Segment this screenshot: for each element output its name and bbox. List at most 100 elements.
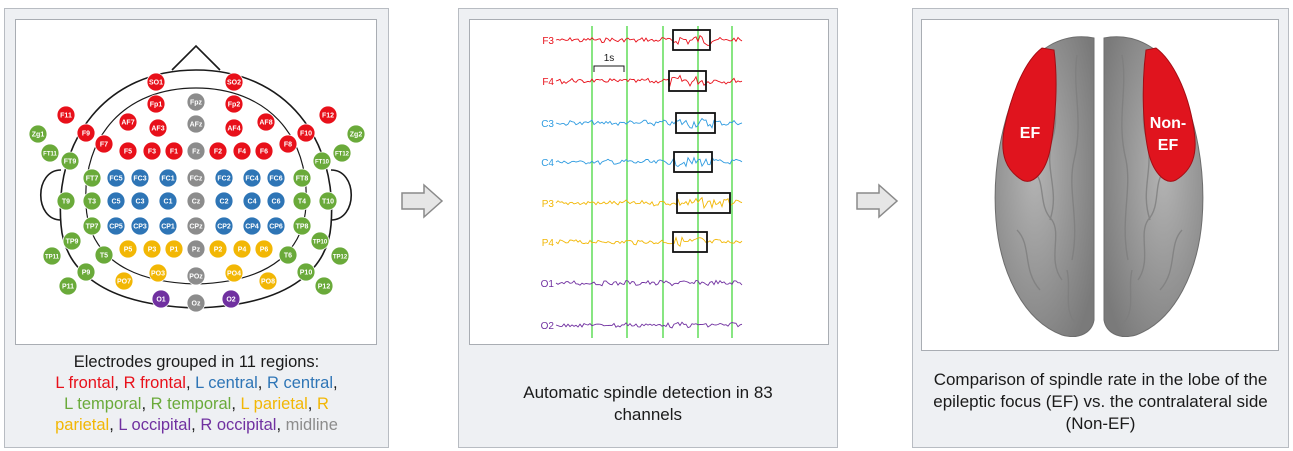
caption-title: Electrodes grouped in 11 regions: — [73, 353, 320, 371]
electrode-label: FC2 — [217, 176, 230, 183]
electrode-label: AF8 — [259, 120, 272, 127]
region-legend: L frontal, R frontal, L central, R centr… — [5, 373, 388, 436]
electrode-f2: F2 — [208, 141, 228, 161]
electrode-label: CP3 — [133, 224, 147, 231]
electrode-label: CP2 — [217, 224, 231, 231]
electrode-label: T4 — [298, 199, 306, 206]
electrode-fc5: FC5 — [106, 168, 126, 188]
electrode-p6: P6 — [254, 239, 274, 259]
electrode-t9: T9 — [56, 191, 76, 211]
channel-label: C3 — [541, 119, 554, 130]
region-label: R — [316, 395, 329, 413]
eeg-trace — [555, 156, 743, 168]
eeg-channel-c4: C4 — [541, 151, 743, 173]
electrode-label: CPz — [189, 224, 203, 231]
electrode-fz: Fz — [186, 141, 206, 161]
electrode-pz: Pz — [186, 239, 206, 259]
electrode-ft11: FT11 — [40, 143, 60, 163]
region-label: , — [333, 374, 338, 392]
electrode-p10: P10 — [296, 262, 316, 282]
electrode-label: F2 — [214, 149, 222, 156]
electrode-f5: F5 — [118, 141, 138, 161]
channel-label: F4 — [542, 77, 554, 88]
ef-label: EF — [1020, 125, 1041, 142]
region-label: , — [307, 395, 317, 413]
region-label: L occipital — [118, 416, 192, 434]
electrode-label: TP10 — [313, 240, 328, 246]
electrode-label: C2 — [220, 199, 229, 206]
electrode-c2: C2 — [214, 191, 234, 211]
electrode-label: P4 — [238, 247, 247, 254]
electrode-po8: PO8 — [258, 271, 278, 291]
eeg-trace — [555, 196, 743, 210]
region-label: , — [109, 416, 119, 434]
electrode-fcz: FCz — [186, 168, 206, 188]
electrode-label: PO7 — [117, 279, 131, 286]
region-label: parietal — [55, 416, 110, 434]
electrode-label: F11 — [60, 113, 72, 120]
electrode-po7: PO7 — [114, 271, 134, 291]
electrode-p12: P12 — [314, 276, 334, 296]
electrode-label: Cz — [192, 199, 201, 206]
region-label: , — [257, 374, 267, 392]
electrode-label: FC3 — [133, 176, 146, 183]
electrode-label: SO2 — [227, 80, 241, 87]
electrode-label: FT8 — [296, 176, 309, 183]
spindle-box — [672, 231, 708, 253]
spindle-box — [673, 151, 713, 173]
electrode-label: AF7 — [121, 120, 134, 127]
eeg-trace — [555, 117, 743, 129]
electrode-f1: F1 — [164, 141, 184, 161]
electrode-c5: C5 — [106, 191, 126, 211]
electrode-label: F3 — [148, 149, 156, 156]
electrode-f3: F3 — [142, 141, 162, 161]
electrode-label: P3 — [148, 247, 157, 254]
electrode-cp4: CP4 — [242, 216, 262, 236]
region-label: R temporal — [150, 395, 232, 413]
electrode-fpz: Fpz — [186, 92, 206, 112]
electrode-p4: P4 — [232, 239, 252, 259]
electrode-label: F1 — [170, 149, 178, 156]
electrode-f9: F9 — [76, 123, 96, 143]
electrode-label: F12 — [322, 113, 334, 120]
electrode-label: AF3 — [151, 126, 164, 133]
electrode-label: Pz — [192, 247, 201, 254]
electrode-ft10: FT10 — [312, 151, 332, 171]
electrode-poz: POz — [186, 266, 206, 286]
channel-label: F3 — [542, 36, 554, 47]
electrode-label: F8 — [284, 142, 292, 149]
electrode-label: O2 — [226, 297, 235, 304]
electrode-label: FT12 — [335, 152, 350, 158]
electrode-label: P1 — [170, 247, 179, 254]
eeg-trace — [555, 236, 743, 248]
electrode-label: T3 — [88, 199, 96, 206]
electrode-afz: AFz — [186, 114, 206, 134]
region-label: L temporal — [64, 395, 142, 413]
region-label: , — [231, 395, 241, 413]
electrode-label: P2 — [214, 247, 223, 254]
electrode-o1: O1 — [151, 289, 171, 309]
eeg-channel-p4: P4 — [542, 231, 743, 253]
electrode-label: FC6 — [269, 176, 282, 183]
electrode-t10: T10 — [318, 191, 338, 211]
electrode-label: T9 — [62, 199, 70, 206]
electrode-label: Fz — [192, 149, 200, 156]
region-label: midline — [285, 416, 338, 434]
electrode-fc2: FC2 — [214, 168, 234, 188]
electrode-label: C3 — [136, 199, 145, 206]
electrode-t5: T5 — [94, 245, 114, 265]
spindle-box — [675, 112, 716, 134]
channel-label: O1 — [541, 279, 555, 290]
electrode-cp6: CP6 — [266, 216, 286, 236]
electrode-label: CP4 — [245, 224, 259, 231]
electrode-so1: SO1 — [146, 72, 166, 92]
brain-caption: Comparison of spindle rate in the lobe o… — [933, 370, 1268, 433]
electrode-af8: AF8 — [256, 112, 276, 132]
electrode-f10: F10 — [296, 123, 316, 143]
eeg-channel-o2: O2 — [541, 321, 743, 332]
region-label: , — [191, 416, 201, 434]
electrode-caption: Electrodes grouped in 11 regions: L fron… — [5, 352, 388, 436]
eeg-trace — [555, 34, 743, 46]
electrode-ft8: FT8 — [292, 168, 312, 188]
